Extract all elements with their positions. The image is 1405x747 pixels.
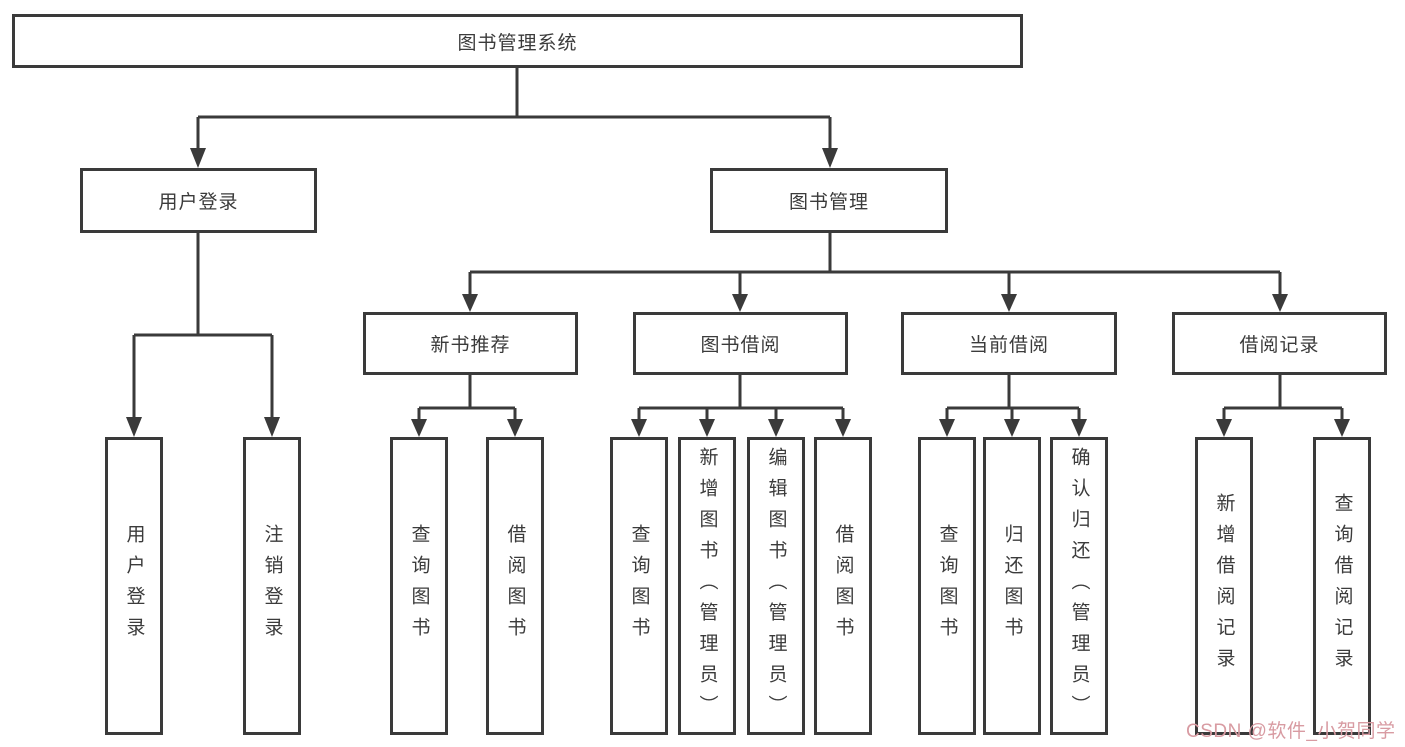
leaf-label: 查询图书 [628, 524, 650, 648]
node-label: 当前借阅 [968, 335, 1049, 356]
leaf-borrow-books: 借阅图书 [814, 437, 872, 735]
leaf-label: 新增借阅记录 [1213, 493, 1235, 679]
node-label: 图书管理系统 [457, 32, 578, 54]
leaf-confirm-return-admin: 确认归还（管理员） [1050, 437, 1108, 735]
leaf-label: 查询借阅记录 [1331, 493, 1353, 679]
node-label: 借阅记录 [1239, 335, 1320, 356]
leaf-label: 用户登录 [123, 524, 145, 648]
node-user-login: 用户登录 [80, 168, 317, 233]
node-book-management: 图书管理 [710, 168, 948, 233]
leaf-label: 查询图书 [936, 524, 958, 648]
node-new-book-recommend: 新书推荐 [363, 312, 578, 375]
node-book-borrow: 图书借阅 [633, 312, 848, 375]
leaf-add-borrow-record: 新增借阅记录 [1195, 437, 1253, 735]
node-label: 新书推荐 [430, 335, 511, 356]
leaf-edit-books-admin: 编辑图书（管理员） [747, 437, 805, 735]
leaf-label: 归还图书 [1001, 524, 1023, 648]
node-label: 图书借阅 [700, 335, 781, 356]
node-current-borrow: 当前借阅 [901, 312, 1117, 375]
node-borrow-records: 借阅记录 [1172, 312, 1387, 375]
leaf-add-books-admin: 新增图书（管理员） [678, 437, 736, 735]
leaf-query-books-borrow: 查询图书 [610, 437, 668, 735]
leaf-query-books-current: 查询图书 [918, 437, 976, 735]
leaf-query-borrow-record: 查询借阅记录 [1313, 437, 1371, 735]
leaf-label: 查询图书 [408, 524, 430, 648]
leaf-label: 注销登录 [261, 524, 283, 648]
leaf-query-books-recommend: 查询图书 [390, 437, 448, 735]
leaf-label: 借阅图书 [504, 524, 526, 648]
leaf-user-login: 用户登录 [105, 437, 163, 735]
node-library-management-system: 图书管理系统 [12, 14, 1023, 68]
leaf-label: 编辑图书（管理员） [765, 446, 787, 726]
leaf-label: 借阅图书 [832, 524, 854, 648]
leaf-label: 新增图书（管理员） [696, 446, 718, 726]
arrowhead-icons [126, 148, 1350, 437]
leaf-logout: 注销登录 [243, 437, 301, 735]
leaf-borrow-books-recommend: 借阅图书 [486, 437, 544, 735]
csdn-watermark: CSDN @软件_小贺同学 [1186, 721, 1396, 742]
node-label: 图书管理 [788, 192, 869, 213]
leaf-label: 确认归还（管理员） [1068, 446, 1090, 726]
node-label: 用户登录 [158, 192, 239, 213]
leaf-return-books: 归还图书 [983, 437, 1041, 735]
